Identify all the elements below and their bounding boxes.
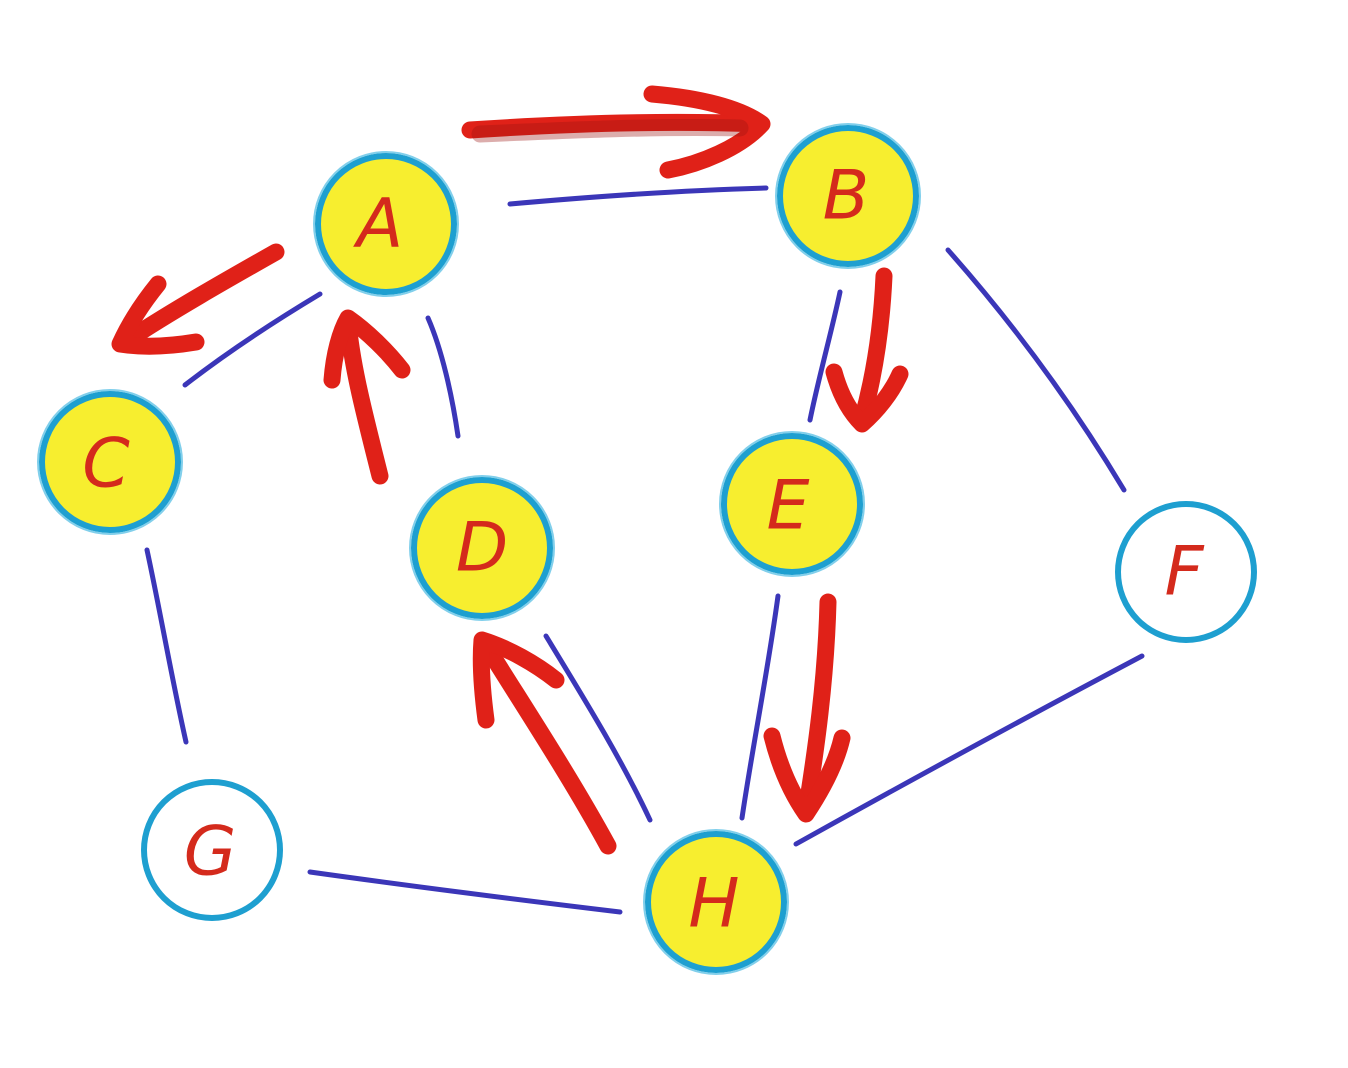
node-b-label: B <box>823 157 870 236</box>
node-h-label: H <box>688 865 739 944</box>
edge-A-C <box>182 291 323 388</box>
arrow-E-to-H <box>763 593 851 823</box>
arrow-A-to-C <box>111 243 285 355</box>
node-C[interactable]: C <box>37 389 183 535</box>
edge-E-H <box>739 593 781 821</box>
arrow-D-to-A <box>323 309 411 485</box>
node-f-label: F <box>1164 533 1204 612</box>
node-g-circle <box>141 779 283 921</box>
node-b-circle <box>777 125 919 267</box>
arrow-H-to-D <box>472 631 617 855</box>
node-a-circle <box>315 153 457 295</box>
node-B[interactable]: B <box>775 123 921 269</box>
edge-B-E <box>807 289 843 423</box>
node-e-circle <box>721 433 863 575</box>
node-a-label: A <box>353 185 404 264</box>
node-e-label: E <box>767 467 810 546</box>
node-d-circle <box>411 477 553 619</box>
edge-D-H <box>543 633 653 823</box>
node-G[interactable]: G <box>141 779 283 921</box>
edge-A-D <box>425 315 461 439</box>
node-f-circle <box>1115 501 1257 643</box>
edges-layer <box>144 185 1145 915</box>
node-h-circle <box>645 831 787 973</box>
edge-A-B <box>507 185 769 207</box>
node-D[interactable]: D <box>409 475 555 621</box>
node-F[interactable]: F <box>1115 501 1257 643</box>
node-c-label: C <box>82 425 130 504</box>
arrow-B-to-E <box>825 267 909 433</box>
traversal-arrows-layer <box>111 85 909 855</box>
edge-F-H <box>793 653 1145 847</box>
node-H[interactable]: H <box>643 829 789 975</box>
arrow-A-to-B <box>461 85 771 179</box>
node-A[interactable]: A <box>313 151 459 297</box>
edge-G-H <box>307 869 623 915</box>
edge-C-G <box>144 547 189 745</box>
node-E[interactable]: E <box>719 431 865 577</box>
node-c-circle <box>39 391 181 533</box>
node-g-label: G <box>184 813 237 892</box>
edge-B-F <box>945 247 1127 493</box>
node-d-label: D <box>456 509 508 588</box>
nodes-layer: A B C D E F G <box>37 123 1257 975</box>
